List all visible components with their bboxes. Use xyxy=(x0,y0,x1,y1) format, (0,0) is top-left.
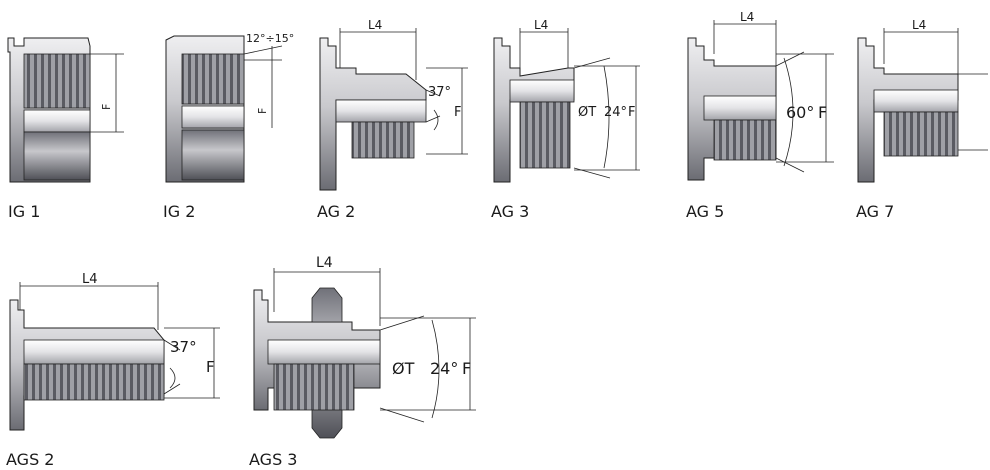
caption-ig1: IG 1 xyxy=(8,202,41,221)
ag3-t-label: ØT xyxy=(578,105,596,120)
ags3-l4-label: L4 xyxy=(316,255,333,271)
ags2-bore xyxy=(23,339,165,365)
fitting-ag3: L4 ØT 24° F xyxy=(490,18,650,188)
ig1-drawing: F xyxy=(7,37,124,183)
fitting-ags3: L4 ØT 24° F xyxy=(248,250,484,442)
fitting-ig2: 12°÷15° F xyxy=(160,30,294,190)
ags3-f-label: F xyxy=(462,359,471,378)
ag2-drawing: L4 37° F xyxy=(319,18,468,191)
ag5-l4-label: L4 xyxy=(740,10,754,24)
ag2-l4-label: L4 xyxy=(368,18,382,32)
ag3-f-label: F xyxy=(628,105,635,120)
fitting-ag2: L4 37° F xyxy=(316,18,476,191)
ig2-hex xyxy=(181,129,245,181)
ig1-thread xyxy=(23,53,91,109)
ags2-f-label: F xyxy=(206,358,215,376)
ags2-angle-label: 37° xyxy=(170,338,197,356)
ag7-drawing: L4 xyxy=(857,18,988,183)
ag7-body xyxy=(857,37,959,183)
caption-ags2: AGS 2 xyxy=(6,450,55,469)
ig2-f-label: F xyxy=(256,108,269,114)
ag3-bore xyxy=(509,79,575,103)
ags3-drawing: L4 ØT 24° F xyxy=(253,255,476,439)
ag5-angle-label: 60° xyxy=(786,103,814,122)
fitting-ags2: L4 37° F xyxy=(4,270,234,440)
ag5-bore xyxy=(703,95,777,121)
ag2-angle-label: 37° xyxy=(428,85,451,100)
caption-ag5: AG 5 xyxy=(686,202,725,221)
ag3-drawing: L4 ØT 24° F xyxy=(493,18,640,183)
ag7-thread xyxy=(883,111,959,157)
caption-ags3: AGS 3 xyxy=(249,450,298,469)
ag7-l4-label: L4 xyxy=(912,18,926,32)
ags3-t-label: ØT xyxy=(392,359,415,378)
ag3-l4-label: L4 xyxy=(534,18,548,32)
ag3-body xyxy=(493,37,575,183)
ag3-thread xyxy=(519,101,571,169)
ag3-angle-label: 24° xyxy=(604,105,627,120)
ag2-f-label: F xyxy=(454,105,461,120)
caption-ag2: AG 2 xyxy=(317,202,356,221)
ag5-thread xyxy=(713,119,777,161)
ag7-bore xyxy=(873,89,959,113)
ags3-bore xyxy=(267,339,381,365)
caption-ag7: AG 7 xyxy=(856,202,895,221)
ig1-bore xyxy=(23,109,91,133)
ag2-thread xyxy=(351,121,415,159)
fitting-ig1: F xyxy=(6,32,126,192)
ag2-bore xyxy=(335,99,427,123)
caption-ig2: IG 2 xyxy=(163,202,196,221)
ag5-drawing: L4 60° F xyxy=(687,10,834,181)
fitting-ag7: L4 xyxy=(854,18,990,188)
ig2-drawing: 12°÷15° F xyxy=(165,32,294,183)
ags3-thread xyxy=(273,363,355,411)
ig1-hex xyxy=(23,131,91,181)
ags2-thread xyxy=(23,363,165,401)
ig2-angle-label: 12°÷15° xyxy=(246,32,294,45)
ags3-angle-label: 24° xyxy=(430,359,458,378)
ag2-body xyxy=(319,37,427,191)
ags2-drawing: L4 37° F xyxy=(9,272,220,431)
ag5-f-label: F xyxy=(818,103,827,122)
fitting-ag5: L4 60° F xyxy=(684,8,844,188)
ags2-l4-label: L4 xyxy=(82,272,98,287)
caption-ag3: AG 3 xyxy=(491,202,530,221)
ig1-f-label: F xyxy=(100,104,113,110)
ig2-bore xyxy=(181,105,245,129)
ig2-thread xyxy=(181,53,245,105)
